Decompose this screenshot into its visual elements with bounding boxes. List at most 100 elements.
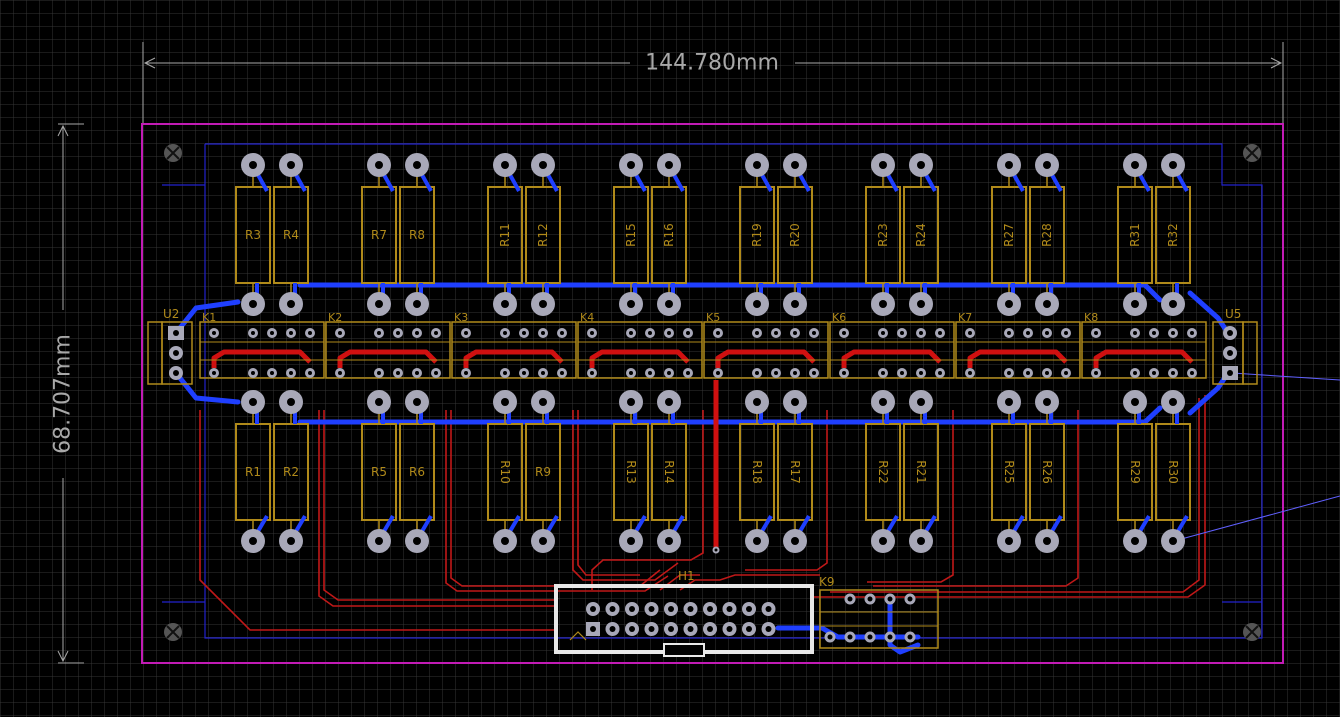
- top-copper-power-traces[interactable]: [211, 349, 1194, 552]
- relay-pad[interactable]: [1042, 368, 1052, 378]
- relay-pad[interactable]: [305, 368, 315, 378]
- resistor-r7[interactable]: R7: [361, 153, 397, 316]
- resistor-pad[interactable]: [745, 390, 769, 414]
- resistor-pad[interactable]: [405, 292, 429, 316]
- resistor-r28[interactable]: R28: [1029, 153, 1065, 316]
- header-pin[interactable]: [683, 602, 698, 616]
- relay-pad[interactable]: [897, 368, 907, 378]
- resistor-r31[interactable]: R31: [1117, 153, 1153, 316]
- resistor-pad[interactable]: [531, 153, 555, 177]
- relay-pad[interactable]: [645, 328, 655, 338]
- relay-k4[interactable]: K4: [577, 311, 703, 379]
- relay-pad[interactable]: [1130, 368, 1140, 378]
- socket-pin[interactable]: [864, 593, 876, 605]
- resistor-pad[interactable]: [997, 529, 1021, 553]
- resistor-r29[interactable]: R29: [1117, 390, 1153, 553]
- header-pin[interactable]: [742, 622, 756, 636]
- relay-pad[interactable]: [557, 328, 567, 338]
- relay-pad[interactable]: [587, 368, 597, 378]
- relay-pad[interactable]: [248, 328, 258, 338]
- relay-pad[interactable]: [209, 328, 219, 338]
- relay-k8[interactable]: K8: [1081, 311, 1207, 379]
- resistor-pad[interactable]: [279, 153, 303, 177]
- relay-pad[interactable]: [1042, 328, 1052, 338]
- board-outline[interactable]: [141, 123, 1284, 664]
- relay-pad[interactable]: [683, 328, 693, 338]
- resistor-pad[interactable]: [367, 153, 391, 177]
- resistor-r12[interactable]: R12: [525, 153, 561, 316]
- resistor-pad[interactable]: [997, 153, 1021, 177]
- header-pin[interactable]: [586, 602, 600, 616]
- resistor-r4[interactable]: R4: [273, 153, 309, 316]
- header-pin[interactable]: [625, 602, 639, 616]
- relay-pad[interactable]: [267, 328, 277, 338]
- resistor-pad[interactable]: [909, 390, 933, 414]
- resistor-r10[interactable]: R10: [487, 390, 523, 553]
- relay-pad[interactable]: [771, 328, 781, 338]
- relay-pad[interactable]: [1023, 368, 1033, 378]
- resistor-pad[interactable]: [909, 292, 933, 316]
- relay-pad[interactable]: [374, 368, 384, 378]
- resistor-pad[interactable]: [1123, 292, 1147, 316]
- relay-pad[interactable]: [1149, 368, 1159, 378]
- resistor-pad[interactable]: [493, 292, 517, 316]
- resistor-pad[interactable]: [871, 153, 895, 177]
- resistor-pad[interactable]: [241, 529, 265, 553]
- resistor-pad[interactable]: [1161, 529, 1185, 553]
- relay-pad[interactable]: [626, 368, 636, 378]
- relay-pad[interactable]: [809, 328, 819, 338]
- socket-pin[interactable]: [824, 631, 836, 643]
- relay-pad[interactable]: [1149, 328, 1159, 338]
- resistor-pad[interactable]: [367, 529, 391, 553]
- socket-pin[interactable]: [884, 593, 896, 605]
- relay-k3[interactable]: K3: [451, 311, 577, 379]
- socket-pin[interactable]: [864, 631, 876, 643]
- header-pin[interactable]: [761, 622, 776, 636]
- resistor-r30[interactable]: R30: [1155, 390, 1191, 553]
- resistor-pad[interactable]: [1123, 153, 1147, 177]
- header-pin[interactable]: [722, 622, 737, 636]
- resistor-r8[interactable]: R8: [399, 153, 435, 316]
- relay-pad[interactable]: [461, 328, 471, 338]
- relay-pad[interactable]: [1023, 328, 1033, 338]
- relay-pad[interactable]: [209, 368, 219, 378]
- header-pin[interactable]: [644, 622, 659, 636]
- resistor-pad[interactable]: [1161, 390, 1185, 414]
- resistor-pad[interactable]: [871, 529, 895, 553]
- resistor-r9[interactable]: R9: [525, 390, 561, 553]
- socket-pin[interactable]: [844, 631, 856, 643]
- resistor-pad[interactable]: [367, 292, 391, 316]
- relay-pad[interactable]: [664, 368, 674, 378]
- resistor-r19[interactable]: R19: [739, 153, 775, 316]
- relay-pad[interactable]: [965, 328, 975, 338]
- relay-pad[interactable]: [267, 368, 277, 378]
- resistor-r13[interactable]: R13: [613, 390, 649, 553]
- relay-pad[interactable]: [752, 328, 762, 338]
- relay-pad[interactable]: [645, 368, 655, 378]
- resistor-r32[interactable]: R32: [1155, 153, 1191, 316]
- connector-u5[interactable]: U5: [1212, 307, 1258, 385]
- height-dimension[interactable]: [57, 123, 84, 664]
- relay-pad[interactable]: [935, 368, 945, 378]
- resistor-pad[interactable]: [619, 153, 643, 177]
- resistor-r2[interactable]: R2: [273, 390, 309, 553]
- resistor-pad[interactable]: [997, 390, 1021, 414]
- header-pin[interactable]: [761, 602, 776, 616]
- relay-pad[interactable]: [519, 328, 529, 338]
- resistor-r23[interactable]: R23: [865, 153, 901, 316]
- resistor-pad[interactable]: [909, 529, 933, 553]
- socket-pin[interactable]: [904, 593, 916, 605]
- resistor-pad[interactable]: [871, 390, 895, 414]
- connector-u2[interactable]: U2: [147, 307, 193, 385]
- resistor-pad[interactable]: [997, 292, 1021, 316]
- resistor-r18[interactable]: R18: [739, 390, 775, 553]
- relay-pad[interactable]: [431, 328, 441, 338]
- relay-k7[interactable]: K7: [955, 311, 1081, 379]
- resistor-r3[interactable]: R3: [235, 153, 271, 316]
- relay-pad[interactable]: [771, 368, 781, 378]
- socket-pin[interactable]: [844, 593, 856, 605]
- relay-pad[interactable]: [916, 328, 926, 338]
- resistor-pad[interactable]: [1161, 292, 1185, 316]
- relay-pad[interactable]: [286, 368, 296, 378]
